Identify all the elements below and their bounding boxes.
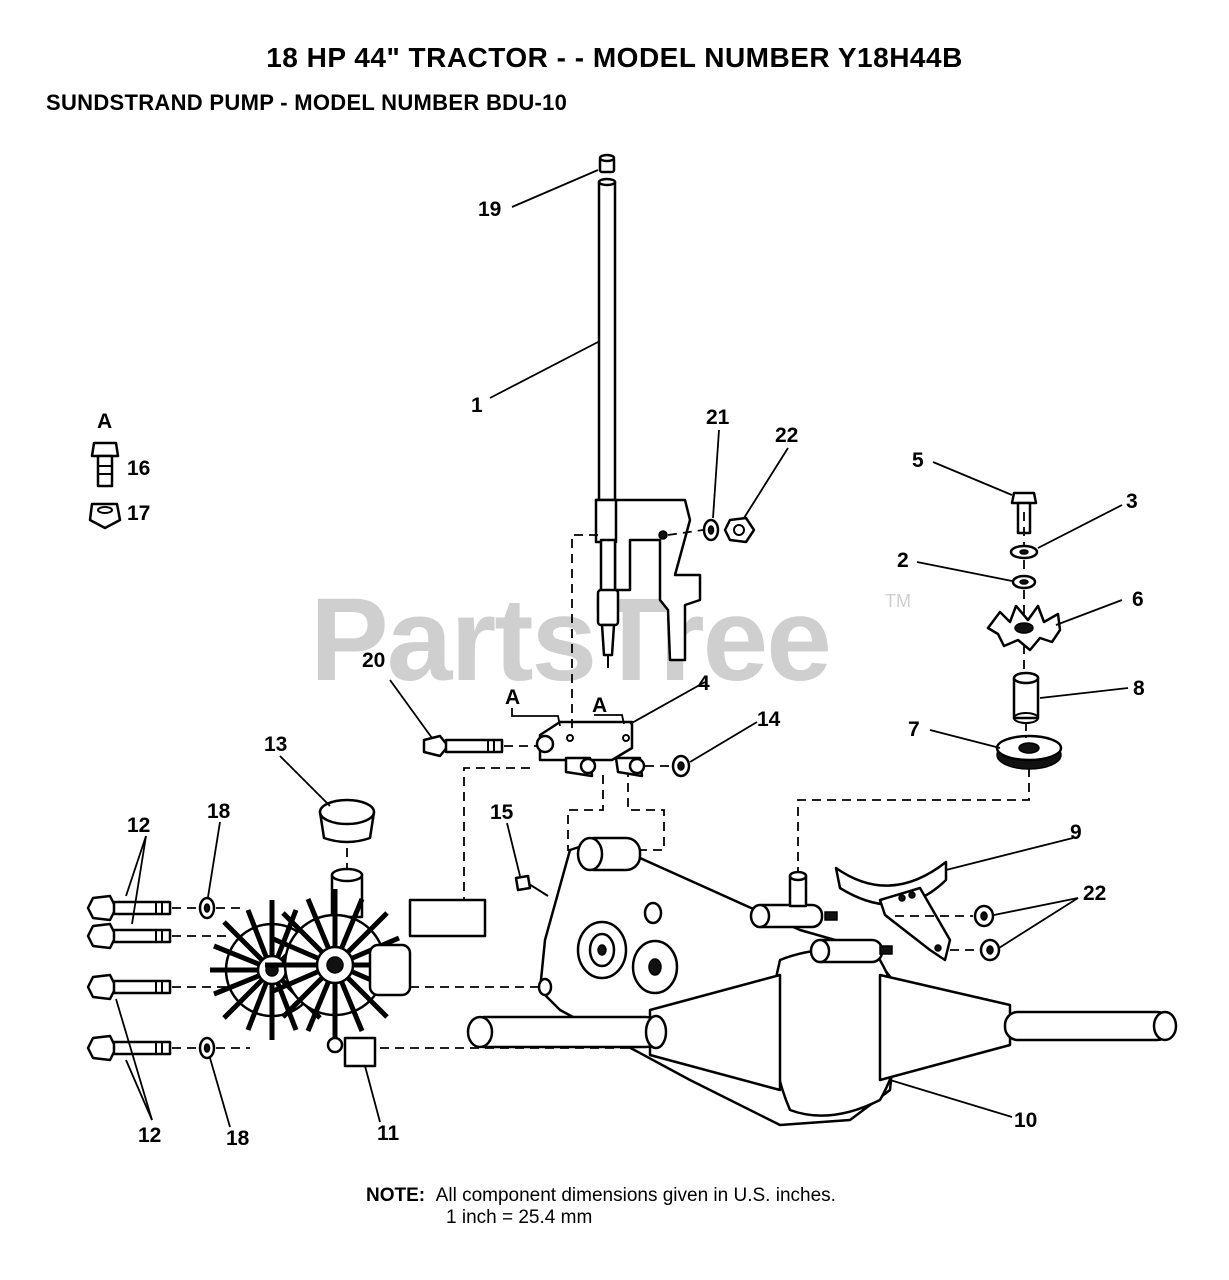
callout-12-top: 12: [127, 814, 150, 837]
bolt-12-top-part: [86, 894, 172, 922]
note-line-2: 1 inch = 25.4 mm: [446, 1207, 593, 1228]
nut-22-lower-right-part: [979, 938, 1001, 962]
callout-a-right: A: [592, 694, 607, 717]
nut-22-top-part: [723, 516, 756, 544]
washer-18-top-part: [198, 896, 216, 920]
callout-a-left: A: [505, 686, 520, 709]
diagram-title: 18 HP 44" TRACTOR - - MODEL NUMBER Y18H4…: [266, 42, 963, 73]
diagram-subtitle: SUNDSTRAND PUMP - MODEL NUMBER BDU-10: [46, 90, 568, 115]
bracket-9-part: [834, 860, 952, 962]
linkage-4-part: [535, 720, 646, 778]
callout-13: 13: [264, 733, 287, 756]
shift-rod-part: [594, 153, 702, 668]
nut-22-upper-right-part: [973, 904, 995, 928]
washer-21-part: [702, 518, 720, 542]
callout-a-legend: A: [97, 410, 112, 433]
callout-5: 5: [912, 449, 924, 472]
callout-2: 2: [897, 549, 909, 572]
callout-10: 10: [1014, 1109, 1037, 1132]
callout-12-bottom: 12: [138, 1124, 161, 1147]
callout-6: 6: [1132, 588, 1144, 611]
leader-lines: [115, 169, 1129, 1128]
note-label: NOTE:: [366, 1185, 426, 1206]
callout-22-right: 22: [1083, 882, 1106, 905]
callout-15: 15: [490, 801, 514, 824]
callout-11: 11: [377, 1122, 400, 1145]
callout-18-bottom: 18: [226, 1127, 250, 1150]
callout-19: 19: [478, 198, 501, 221]
nut-14-part: [671, 754, 691, 778]
callout-7: 7: [908, 718, 920, 741]
callout-14: 14: [757, 708, 781, 731]
pump-11-part: [210, 867, 412, 1068]
nut-17-part: [88, 502, 122, 530]
spacer-8-part: [1012, 671, 1040, 724]
fill-cap-13-part: [318, 798, 376, 844]
bolt-12-second-part: [86, 922, 172, 950]
bolt-20-part: [422, 734, 504, 758]
transaxle-10-part: [408, 836, 1178, 1127]
callout-8: 8: [1133, 677, 1145, 700]
callout-17: 17: [127, 502, 150, 525]
bolt-12-bottom-part: [86, 1034, 172, 1062]
callout-3: 3: [1126, 490, 1138, 513]
washer-18-bottom-part: [198, 1036, 216, 1060]
callout-18-top: 18: [207, 800, 231, 823]
screw-15-part: [514, 874, 549, 897]
bolt-12-third-part: [86, 973, 172, 1001]
watermark-text: PartsTree: [310, 574, 830, 706]
pulley-7-part: [995, 734, 1063, 770]
callout-20: 20: [362, 649, 385, 672]
callout-21: 21: [706, 406, 730, 429]
callout-1: 1: [471, 394, 483, 417]
watermark-trademark: TM: [885, 591, 911, 611]
bolt-16-part: [90, 441, 120, 488]
dimension-note: NOTE: All component dimensions given in …: [366, 1185, 836, 1229]
callout-16: 16: [127, 457, 150, 480]
callout-22-top: 22: [775, 424, 798, 447]
fan-6-part: [986, 604, 1062, 652]
callout-9: 9: [1070, 821, 1082, 844]
note-line-1: All component dimensions given in U.S. i…: [435, 1185, 836, 1206]
callout-4: 4: [698, 672, 710, 695]
